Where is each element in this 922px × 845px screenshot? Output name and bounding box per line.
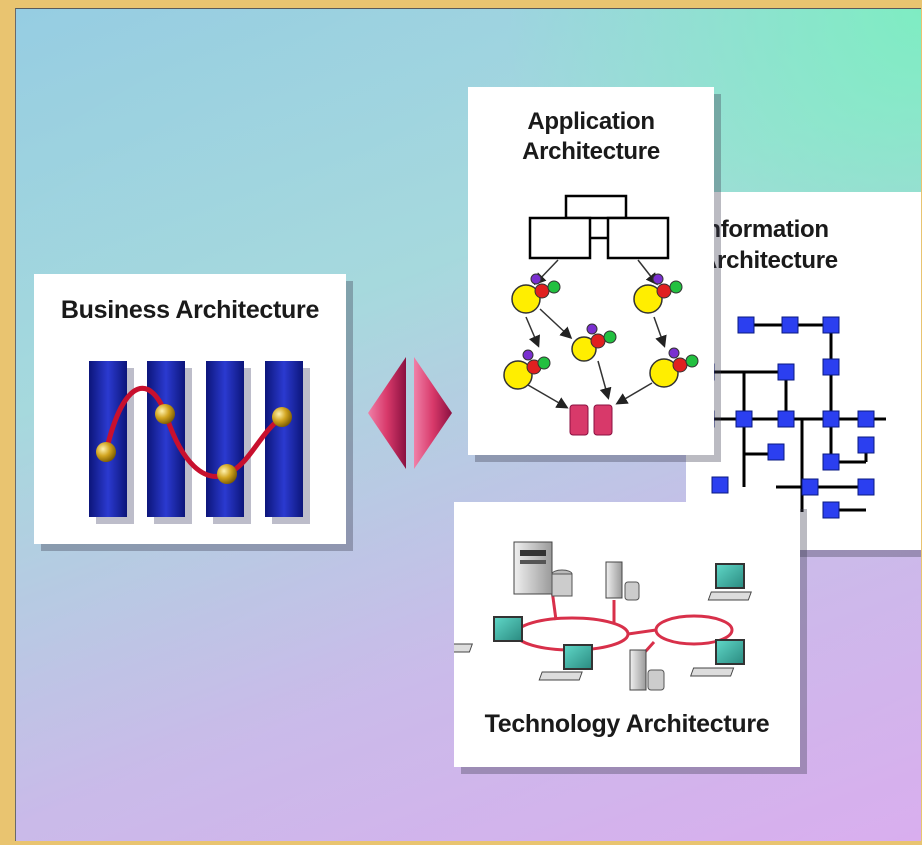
- network-topology-icon: [454, 541, 752, 691]
- server-icon: [513, 541, 573, 597]
- process-nodes: [96, 404, 292, 484]
- bidirectional-arrow-icon: [368, 357, 452, 469]
- gold-node-icon: [155, 404, 175, 424]
- gold-node-icon: [96, 442, 116, 462]
- component-cluster-icon: [503, 349, 551, 390]
- business-architecture-title: Business Architecture: [60, 296, 320, 324]
- module-box-icon: [528, 194, 670, 260]
- application-architecture-card: Application Architecture: [468, 87, 714, 455]
- application-title-line1: Application: [527, 108, 655, 135]
- gold-node-icon: [272, 407, 292, 427]
- architecture-diagram: Business Architecture: [15, 8, 921, 841]
- application-title-line2: Architecture: [522, 138, 660, 165]
- component-cluster-icon: [511, 273, 561, 314]
- component-cluster-icon: [649, 347, 699, 388]
- business-process-icon: [89, 361, 310, 524]
- gold-node-icon: [217, 464, 237, 484]
- business-architecture-card: Business Architecture: [34, 274, 346, 544]
- workstation-icon: [689, 639, 745, 677]
- component-cluster-icon: [633, 273, 683, 314]
- server-icon: [629, 649, 665, 691]
- workstation-icon: [538, 644, 593, 681]
- information-title-line2: Architecture: [700, 247, 838, 274]
- network-ring-icon: [514, 589, 734, 664]
- workstation-icon: [707, 563, 752, 601]
- server-icon: [605, 561, 640, 601]
- process-pillar-icon: [206, 361, 244, 517]
- technology-architecture-card: Technology Architecture: [454, 502, 800, 767]
- workstation-icon: [454, 616, 523, 653]
- process-flow-curve-icon: [103, 386, 283, 479]
- application-components-icon: [503, 194, 699, 436]
- process-pillar-icon: [265, 361, 303, 517]
- information-architecture-card: Information Architecture: [686, 192, 921, 550]
- process-pillars: [89, 361, 310, 524]
- data-store-icon: [569, 404, 613, 436]
- data-tree-line-icon: [706, 323, 886, 512]
- component-cluster-icon: [571, 323, 617, 362]
- data-structure-icon: [697, 316, 886, 519]
- information-title-line1: Information: [700, 216, 829, 243]
- process-pillar-icon: [147, 361, 185, 517]
- information-architecture-title: Information Architecture: [686, 214, 921, 276]
- application-architecture-title: Application Architecture: [468, 107, 714, 167]
- technology-architecture-title: Technology Architecture: [484, 710, 770, 738]
